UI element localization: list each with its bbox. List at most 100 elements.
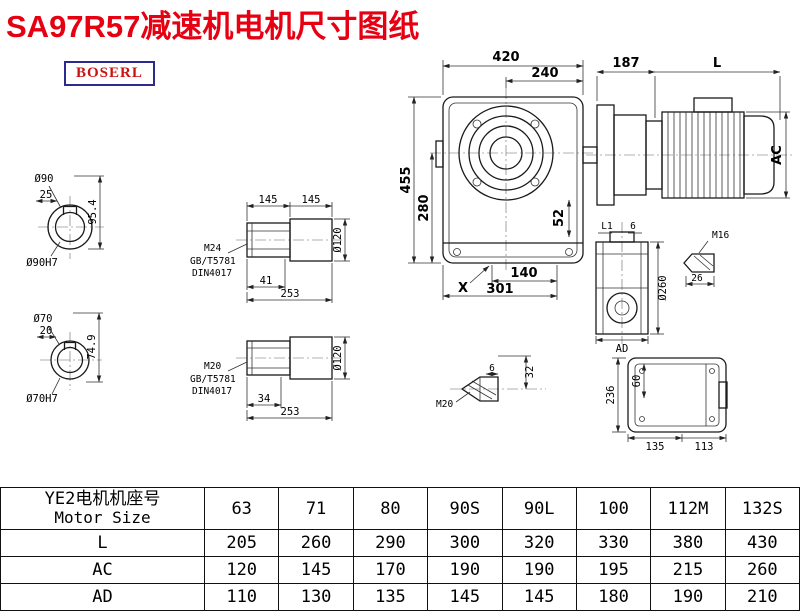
dim-l1: L1: [601, 221, 613, 232]
dim-flange-dia: Ø260: [657, 275, 669, 300]
dim-rear-w1: 135: [646, 441, 665, 453]
dim-base-length: 301: [486, 282, 513, 297]
dim-keyheight-90: 95.4: [87, 199, 99, 224]
dim-gap-6: 6: [630, 221, 636, 232]
brand-logo: BOSERL: [64, 61, 155, 86]
size-col-100: 100: [575, 487, 652, 530]
bushing-m20-view: Ø120 M20 GB/T5781 DIN4017 34 253: [190, 336, 350, 421]
header-label-cn: YE2电机机座号: [44, 488, 161, 509]
dim-depth-26: 26: [691, 273, 703, 284]
page-title: SA97R57减速机电机尺寸图纸: [6, 9, 420, 44]
table-cell: 110: [203, 583, 280, 611]
dim-foot: 52: [552, 209, 567, 227]
dim-total-height: 455: [399, 166, 414, 193]
dim-keywidth-90: 25: [40, 189, 53, 201]
size-col-63: 63: [203, 487, 280, 530]
table-cell: 205: [203, 529, 280, 557]
dim-thread-m20-tip: M20: [436, 399, 453, 410]
table-cell: 380: [650, 529, 726, 557]
dim-rear-height: 236: [605, 386, 617, 405]
gearbox-front-view: [430, 88, 596, 272]
dim-thread-m24: M24: [204, 243, 221, 254]
dim-fit-90: Ø90H7: [26, 257, 58, 269]
hollow-shaft-70-view: Ø70 20 74.9 Ø70H7: [26, 312, 103, 405]
motor-size-header-cell: YE2电机机座号 Motor Size: [0, 487, 205, 530]
table-cell: 120: [203, 556, 280, 584]
dim-threadlen-m20: 34: [258, 393, 271, 405]
dim-seg2-m24: 145: [302, 194, 321, 206]
dim-motor-length: L: [713, 56, 721, 71]
shaft-tip-detail: 6 32 M20: [436, 355, 546, 410]
table-cell: 190: [501, 556, 577, 584]
table-cell: 260: [724, 556, 800, 584]
bushing-m24-view: 145 145 Ø120 M24 GB/T5781 DIN4017 41 253: [190, 194, 350, 303]
dim-std-gb-m20: GB/T5781: [190, 374, 236, 385]
motor-rear-view: 236 60 135 113: [605, 357, 728, 453]
table-cell: 180: [575, 583, 652, 611]
dim-rear-w2: 113: [695, 441, 714, 453]
dim-length-m24: 253: [281, 288, 300, 300]
dim-rear-offset: 60: [631, 375, 643, 388]
technical-drawing: Ø90 25 95.4 Ø90H7 Ø70 20 74.9 Ø70H7: [26, 50, 792, 453]
gearbox-dimensions: 420 240 455 280 52 X 140 301: [399, 50, 584, 300]
dim-foot-offset: 140: [510, 266, 537, 281]
size-col-112m: 112M: [650, 487, 726, 530]
dim-half-width: 240: [531, 66, 558, 81]
table-cell: 320: [501, 529, 577, 557]
dim-dia-m20: Ø120: [332, 345, 344, 370]
motor-dimension-table: YE2电机机座号 Motor Size 63 71 80 90S 90L 100…: [0, 487, 800, 611]
table-cell: 170: [352, 556, 429, 584]
size-col-90s: 90S: [427, 487, 503, 530]
dim-adapter-length: 187: [612, 56, 639, 71]
header-label-en: Motor Size: [54, 508, 151, 528]
dim-thread-m16: M16: [712, 230, 729, 241]
dim-bore-70: Ø70: [34, 313, 53, 325]
dim-thread-m20: M20: [204, 361, 221, 372]
dim-keywidth-70: 20: [40, 325, 53, 337]
row-label-L: L: [0, 529, 205, 557]
table-cell: 145: [501, 583, 577, 611]
row-label-AC: AC: [0, 556, 205, 584]
table-cell: 195: [575, 556, 652, 584]
table-cell: 145: [278, 556, 354, 584]
dim-keyheight-70: 74.9: [86, 334, 98, 359]
table-cell: 135: [352, 583, 429, 611]
table-cell: 330: [575, 529, 652, 557]
table-cell: 145: [427, 583, 503, 611]
dim-std-gb-m24: GB/T5781: [190, 256, 236, 267]
dim-tip-6: 6: [489, 363, 495, 374]
size-col-132s: 132S: [724, 487, 800, 530]
table-cell: 290: [352, 529, 429, 557]
dim-bore-90: Ø90: [35, 173, 54, 185]
table-cell: 190: [427, 556, 503, 584]
table-row-AD: AD 110 130 135 145 145 180 190 210: [0, 583, 800, 611]
dim-seg1-m24: 145: [259, 194, 278, 206]
table-row-L: L 205 260 290 300 320 330 380 430: [0, 529, 800, 557]
dim-fit-70: Ø70H7: [26, 393, 58, 405]
dim-dia-m24: Ø120: [332, 227, 344, 252]
plug-detail-m16: M16 26: [683, 230, 729, 287]
table-cell: 430: [724, 529, 800, 557]
table-cell: 260: [278, 529, 354, 557]
dim-ad-width: AD: [616, 343, 629, 355]
gearbox-output-side-view: L1 6 Ø260 AD: [595, 221, 669, 355]
table-cell: 210: [724, 583, 800, 611]
size-col-90l: 90L: [501, 487, 577, 530]
dim-height-32: 32: [524, 366, 536, 379]
dim-axis-height: 280: [417, 194, 432, 221]
dim-motor-diameter: AC: [770, 145, 785, 165]
table-row-AC: AC 120 145 170 190 190 195 215 260: [0, 556, 800, 584]
dim-x-mark: X: [458, 281, 468, 296]
size-col-80: 80: [352, 487, 429, 530]
dim-std-din-m20: DIN4017: [192, 386, 232, 397]
dim-length-m20: 253: [281, 406, 300, 418]
hollow-shaft-90-view: Ø90 25 95.4 Ø90H7: [26, 173, 104, 269]
motor-side-view: 187 L AC: [582, 56, 792, 206]
dim-threadlen-m24: 41: [260, 275, 273, 287]
table-cell: 130: [278, 583, 354, 611]
dim-total-width: 420: [492, 50, 519, 65]
table-cell: 300: [427, 529, 503, 557]
table-cell: 190: [650, 583, 726, 611]
row-label-AD: AD: [0, 583, 205, 611]
